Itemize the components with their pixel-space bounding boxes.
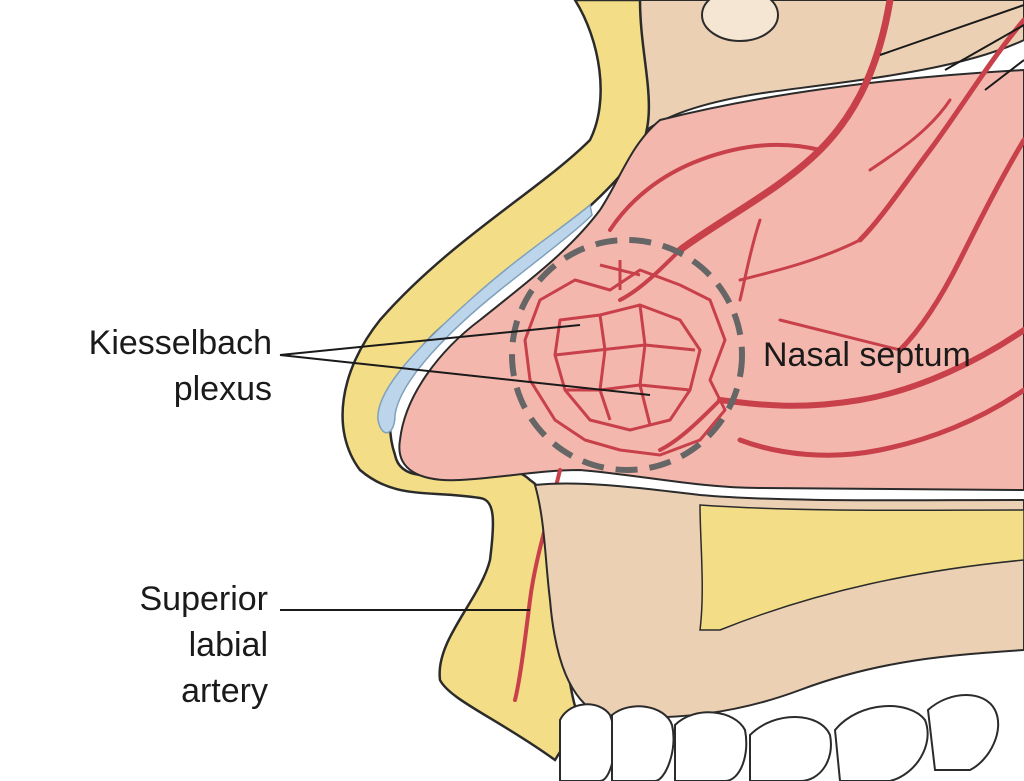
superior-label-line2: labial (188, 626, 268, 664)
nasal-septum-text: Nasal septum (763, 336, 971, 374)
leader-lines (279, 4, 1024, 611)
palate-mucosa-band (699, 504, 1024, 631)
plexus-highlight-circle (509, 237, 745, 473)
superior-label-line3: artery (181, 672, 268, 710)
kiesselbach-label-line2: plexus (173, 370, 272, 408)
nasal-septum-label: Nasal septum (763, 332, 971, 378)
teeth (559, 694, 1000, 781)
superior-label-line1: Superior (139, 580, 268, 618)
kiesselbach-plexus-network (523, 260, 727, 457)
frontal-sinus (701, 0, 779, 42)
alar-cartilage (377, 203, 593, 434)
superior-labial-artery-label: Superior labial artery (110, 576, 268, 714)
kiesselbach-plexus-label: Kiesselbach plexus (60, 320, 272, 412)
kiesselbach-label-line1: Kiesselbach (88, 324, 272, 362)
